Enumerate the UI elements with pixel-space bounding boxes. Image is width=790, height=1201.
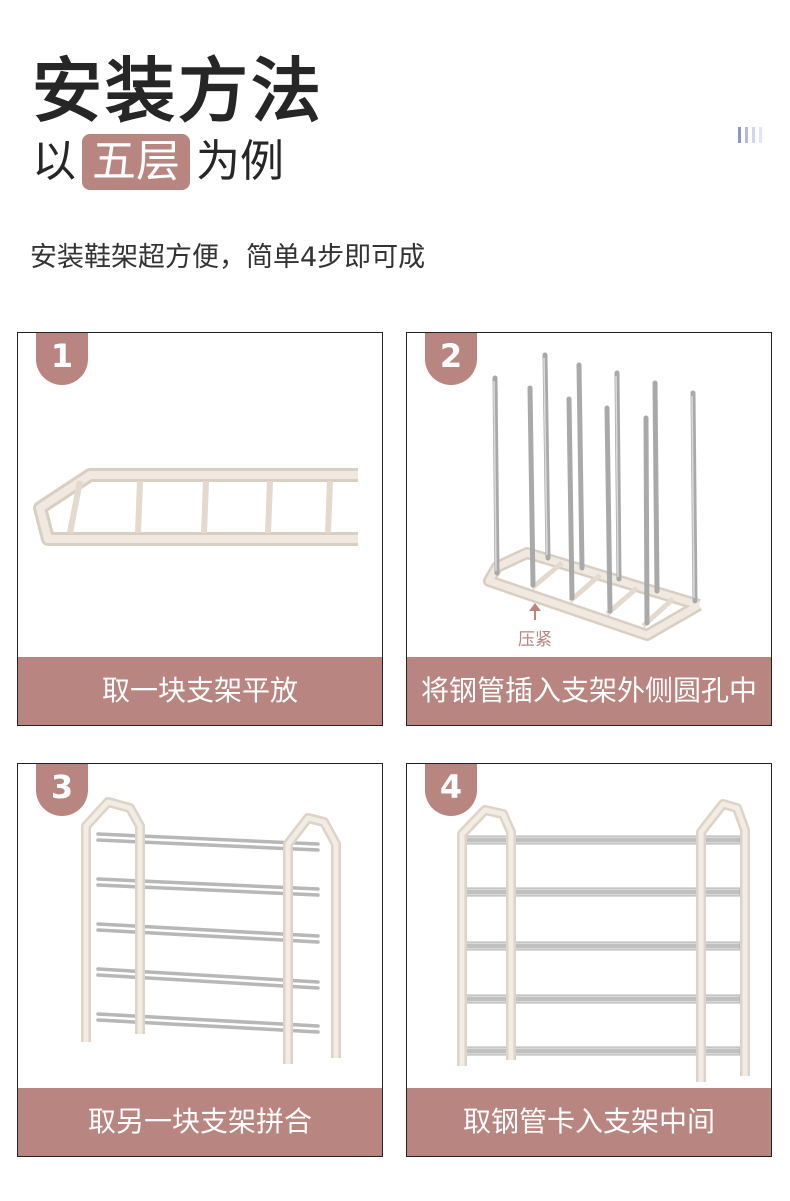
press-annotation: 压紧 (518, 630, 552, 650)
assembled-frames-illustration (81, 797, 341, 1064)
step-card-3: 3 取另一块支架拼合 (17, 763, 383, 1157)
arrow-up-icon (529, 603, 541, 620)
step-number-badge: 2 (425, 333, 477, 385)
step-card-2: 压紧 2 将钢管插入支架外侧圆孔中 (406, 332, 772, 726)
step-card-1: 1 取一块支架平放 (17, 332, 383, 726)
step-caption: 取另一块支架拼合 (18, 1088, 382, 1156)
subtitle-prefix: 以 (32, 136, 76, 187)
finished-shoe-rack-illustration (457, 799, 750, 1082)
step-number-badge: 1 (36, 333, 88, 385)
decorative-bars-icon (738, 127, 766, 146)
step-caption: 将钢管插入支架外侧圆孔中 (407, 657, 771, 725)
subtitle-highlight-badge: 五层 (82, 134, 190, 190)
step-number-badge: 3 (36, 764, 88, 816)
flat-frame-illustration (33, 468, 358, 546)
frame-with-poles-illustration: 压紧 (483, 352, 702, 650)
step-caption: 取一块支架平放 (18, 657, 382, 725)
step-caption: 取钢管卡入支架中间 (407, 1088, 771, 1156)
description-text: 安装鞋架超方便，简单4步即可成 (30, 242, 426, 273)
page-title: 安装方法 (32, 50, 324, 132)
subtitle: 以 五层 为例 (32, 132, 284, 192)
subtitle-suffix: 为例 (196, 136, 284, 187)
step-number-badge: 4 (425, 764, 477, 816)
step-card-4: 4 取钢管卡入支架中间 (406, 763, 772, 1157)
